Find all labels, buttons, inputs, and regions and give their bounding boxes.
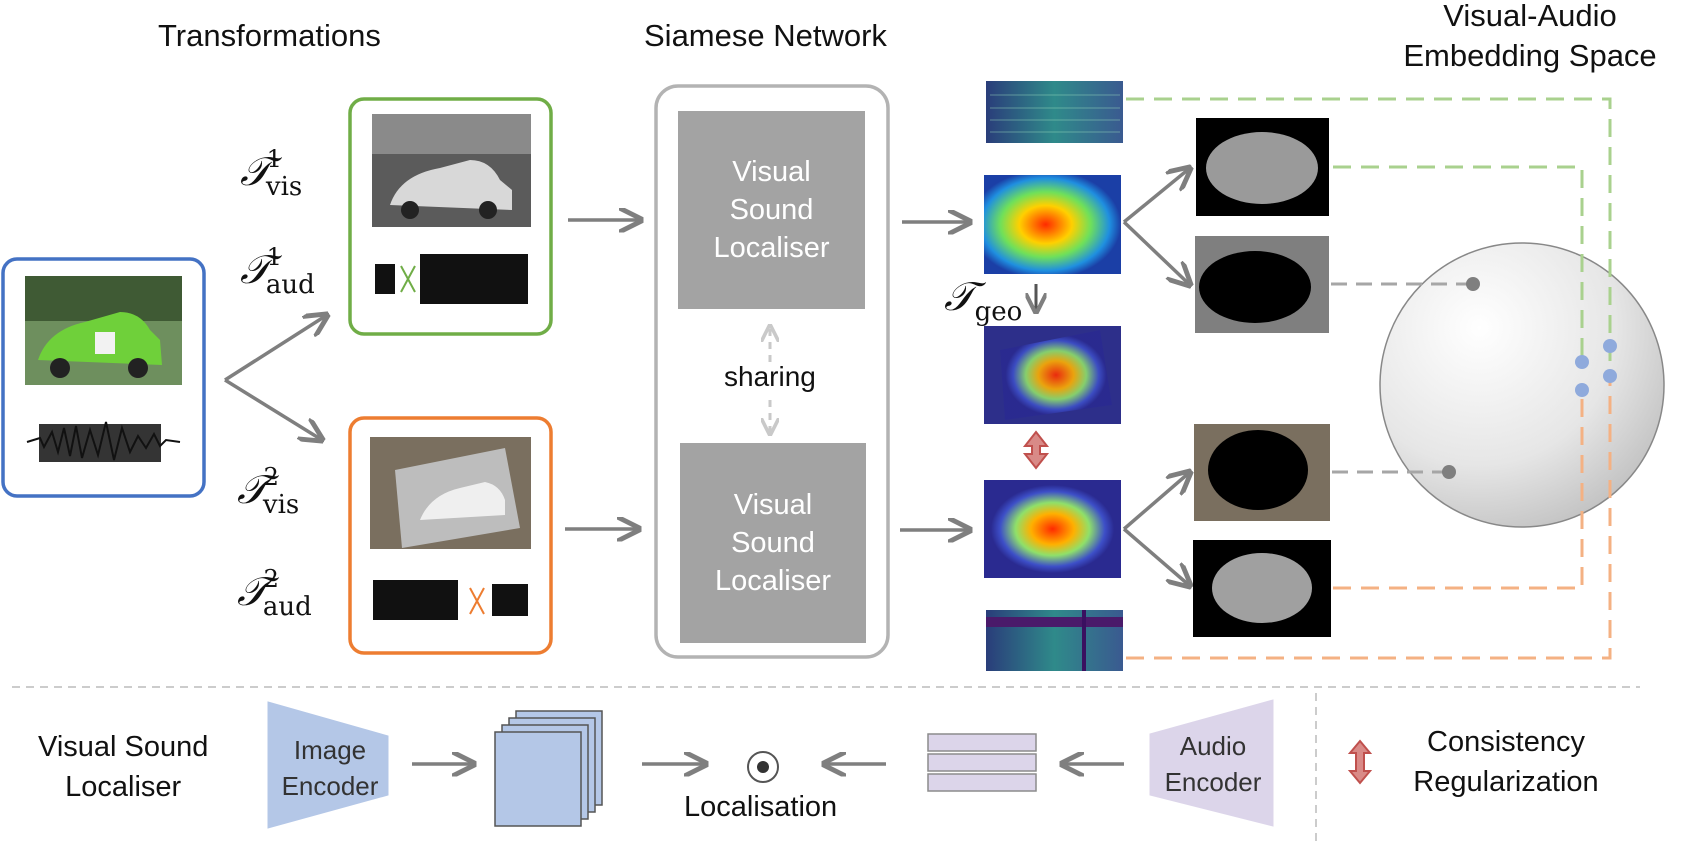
input-box [1,257,206,498]
image-encoder-line2: Encoder [281,771,379,801]
heading-embedding-space: Visual-Audio Embedding Space [1390,0,1670,76]
t-vis-1-sub: vis [265,172,303,202]
t-aud-1-sub: aud [265,270,315,300]
arrow-heatmap2-to-bg [1122,472,1190,531]
spectrogram-top [986,81,1123,143]
heading-embedding-line2: Embedding Space [1403,38,1657,73]
label-t-aud-1: 𝒯1aud [240,245,335,298]
t-geo-base: 𝒯 [944,274,975,320]
view2-image [370,437,531,549]
t-vis-1-base: 𝒯 [240,149,271,195]
visual-sound-localiser-bottom: Visual Sound Localiser [680,443,866,643]
audio-encoder-line1: Audio [1179,731,1247,761]
t-aud-2-sub: aud [262,592,312,622]
t-vis-2-sub: vis [262,490,300,520]
dot-product-icon [747,751,779,783]
positive-point-2 [1603,339,1617,353]
image-encoder-line1: Image [293,735,367,765]
vsl-top-line2: Sound [729,194,814,226]
legend-consistency-regularization: Consistency Regularization [1396,722,1616,802]
vsl-top-line3: Localiser [713,232,830,264]
t-aud-2-sup: 2 [263,565,279,593]
label-t-vis-2: 𝒯2vis [237,465,319,518]
positive-point-1 [1575,355,1589,369]
negative-point-bottom [1442,465,1456,479]
input-waveform [26,421,181,462]
audio-encoder-label: Audio Encoder [1150,728,1276,800]
arrow-heatmap1-to-fg [1122,168,1190,224]
audio-encoder-shape [1149,699,1274,827]
consistency-line1: Consistency [1427,726,1585,758]
split-arrow-down [224,378,322,440]
view2-cross-icon [469,587,485,615]
green-dashed-links [1126,97,1612,376]
legend-vsl-line2: Localiser [65,771,182,803]
view1-image [372,114,531,227]
t-vis-1-sup: 1 [266,145,282,173]
visual-sound-localiser-top: Visual Sound Localiser [678,111,865,309]
legend-visual-sound-localiser: Visual Sound Localiser [38,727,208,807]
heatmap-view2 [984,480,1121,578]
t-aud-2-base: 𝒯 [237,569,268,615]
view1-cross-icon [400,265,416,293]
t-vis-2-base: 𝒯 [237,467,268,513]
label-t-aud-2: 𝒯2aud [237,567,332,620]
negative-point-top [1466,277,1480,291]
siamese-box [654,84,890,659]
view1-waveform [375,254,528,304]
vsl-bottom-line1: Visual [733,489,813,521]
vsl-bottom-line2: Sound [731,527,815,559]
t-vis-2-sup: 2 [263,463,279,491]
audio-feature-stack [927,733,1037,792]
arrow-heatmap2-to-fg [1122,527,1190,586]
image-encoder-shape [267,701,389,829]
sharing-label: sharing [724,361,816,392]
view2-waveform [373,580,528,620]
positive-point-4 [1603,369,1617,383]
t-geo-sub: geo [974,297,1023,327]
orange-dashed-links [1126,375,1612,660]
legend-vsl-line1: Visual Sound [38,731,209,763]
feature-map-stack [494,710,603,827]
audio-encoder-line2: Encoder [1164,767,1262,797]
image-encoder-label: Image Encoder [270,732,390,804]
consistency-arrow-main [1022,430,1050,470]
view1-box [348,97,553,336]
t-aud-1-base: 𝒯 [240,247,271,293]
t-aud-1-sup: 1 [266,243,282,271]
label-t-vis-1: 𝒯1vis [240,147,322,200]
localisation-label: Localisation [684,791,838,823]
embedding-sphere [1379,242,1665,528]
label-t-geo: 𝒯geo [944,274,1022,325]
heading-siamese-network: Siamese Network [644,18,887,53]
consistency-line2: Regularization [1413,766,1599,798]
consistency-arrow-legend [1347,739,1373,785]
heading-transformations: Transformations [158,18,381,53]
heatmap-view1 [984,175,1121,274]
positive-point-3 [1575,383,1589,397]
vsl-bottom-line3: Localiser [714,565,832,597]
view2-box [348,416,553,655]
arrow-heatmap1-to-bg [1122,220,1190,285]
vsl-top-line1: Visual [732,156,811,188]
split-arrow-up [224,315,327,382]
heading-embedding-line1: Visual-Audio [1443,0,1617,33]
input-image [25,276,182,385]
